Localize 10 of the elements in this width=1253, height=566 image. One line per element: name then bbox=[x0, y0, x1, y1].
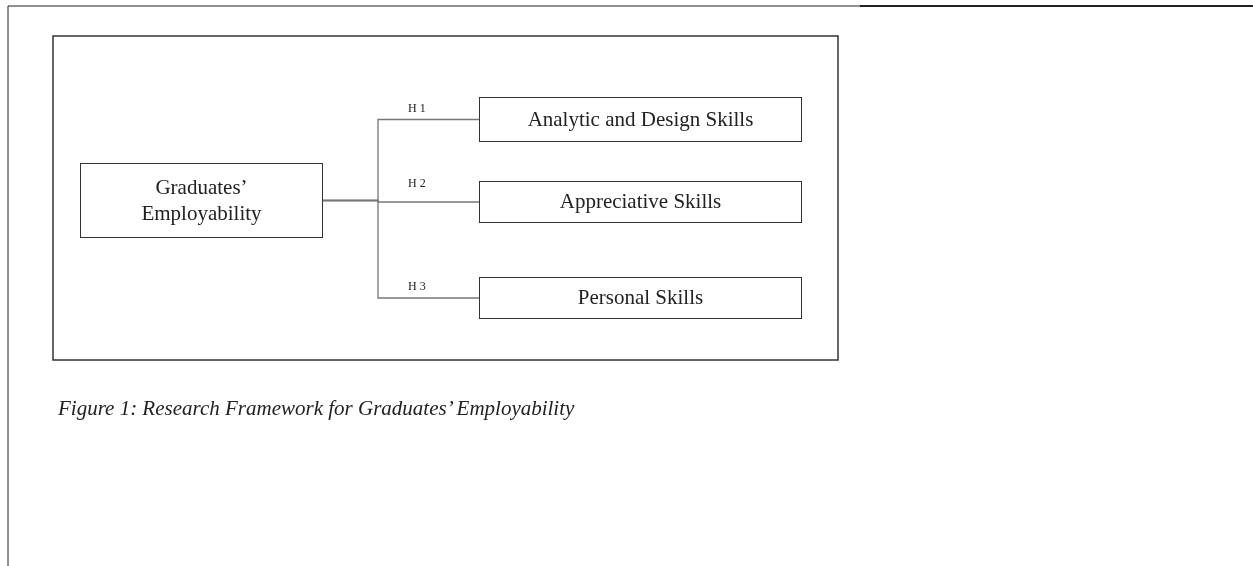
process-box bbox=[479, 277, 802, 319]
node-label: Analytic and Design Skills bbox=[526, 106, 755, 133]
node-label: Personal Skills bbox=[576, 285, 705, 311]
node-label: Graduates’ Employability bbox=[140, 175, 263, 226]
connector-line bbox=[322, 199, 480, 299]
node-label: Appreciative Skills bbox=[558, 189, 723, 215]
figure-caption: Figure 1: Research Framework for Graduates’ Employability bbox=[58, 396, 575, 421]
process-box bbox=[479, 181, 802, 223]
process-box bbox=[80, 163, 323, 238]
process-box bbox=[479, 97, 802, 142]
